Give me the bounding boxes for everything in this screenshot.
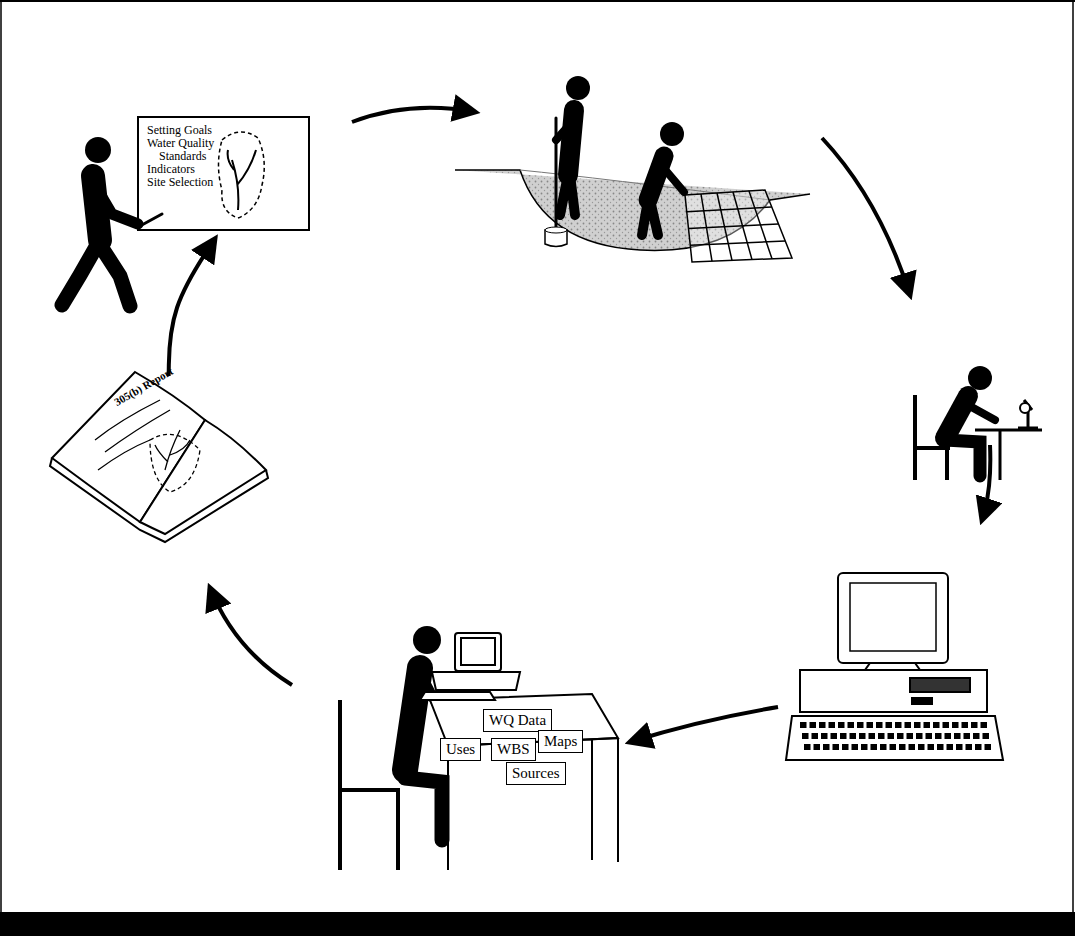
node-label: WQ Data xyxy=(489,712,546,729)
node-label: Maps xyxy=(544,733,577,750)
node-label: Setting Goals xyxy=(147,124,254,137)
node-label: Sources xyxy=(512,765,560,782)
watershed-sketch xyxy=(219,132,265,218)
lab-worker xyxy=(915,366,1042,480)
field-sampling xyxy=(455,76,810,262)
node-label: WBS xyxy=(497,741,530,758)
data-card: Sources xyxy=(506,762,566,785)
node-label: Water Quality Standards xyxy=(147,137,254,163)
planning-board: Setting GoalsWater Quality StandardsIndi… xyxy=(137,116,310,231)
cycle-connector xyxy=(169,239,215,376)
data-card: WBS xyxy=(491,738,536,761)
node-label: Indicators xyxy=(147,163,254,176)
data-card: Maps xyxy=(538,730,583,753)
data-card: WQ Data xyxy=(483,709,552,732)
report-book-node: 305(b) Report xyxy=(60,380,265,530)
book-title: 305(b) Report xyxy=(112,365,175,408)
node-label: Site Selection xyxy=(147,176,254,189)
sampling-net xyxy=(685,190,792,262)
desk-worker xyxy=(340,626,618,870)
cycle-arrow xyxy=(210,108,990,742)
computer xyxy=(786,573,1003,760)
report-book xyxy=(50,372,268,542)
data-card: Uses xyxy=(440,738,481,761)
node-label: Uses xyxy=(446,741,475,758)
